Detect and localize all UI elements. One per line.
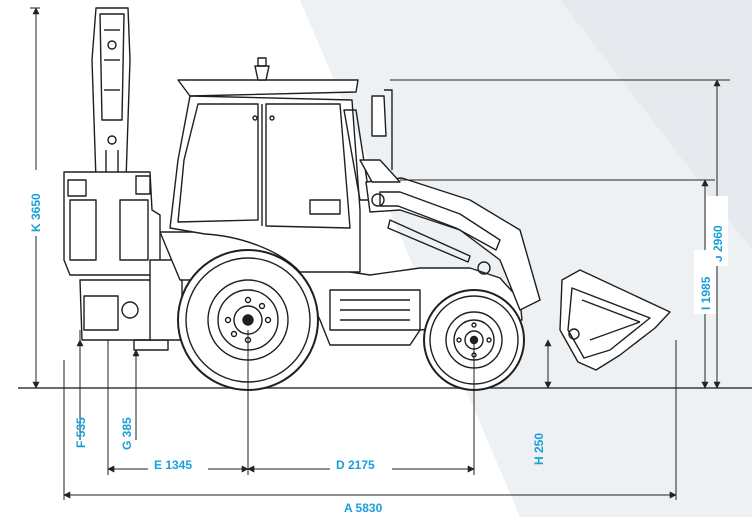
dim-label-e: E 1345 — [154, 458, 192, 472]
dim-label-g: G 385 — [120, 417, 134, 450]
cab — [169, 57, 393, 273]
dim-label-k: K 3650 — [29, 193, 43, 232]
dim-label-f: F 535 — [74, 417, 88, 448]
front-bucket — [559, 269, 671, 371]
rear-stabilizer — [63, 171, 183, 351]
dim-label-i: I 1985 — [699, 276, 713, 310]
dim-label-d: D 2175 — [336, 458, 375, 472]
loader-arm — [359, 159, 541, 311]
dim-label-h: H 250 — [532, 433, 546, 465]
backhoe-loader-illustration — [63, 7, 671, 391]
dim-label-a: A 5830 — [344, 501, 383, 515]
dimension-labels: K 3650 J 2960 I 1985 F 535 G 385 H 250 E… — [25, 170, 728, 516]
